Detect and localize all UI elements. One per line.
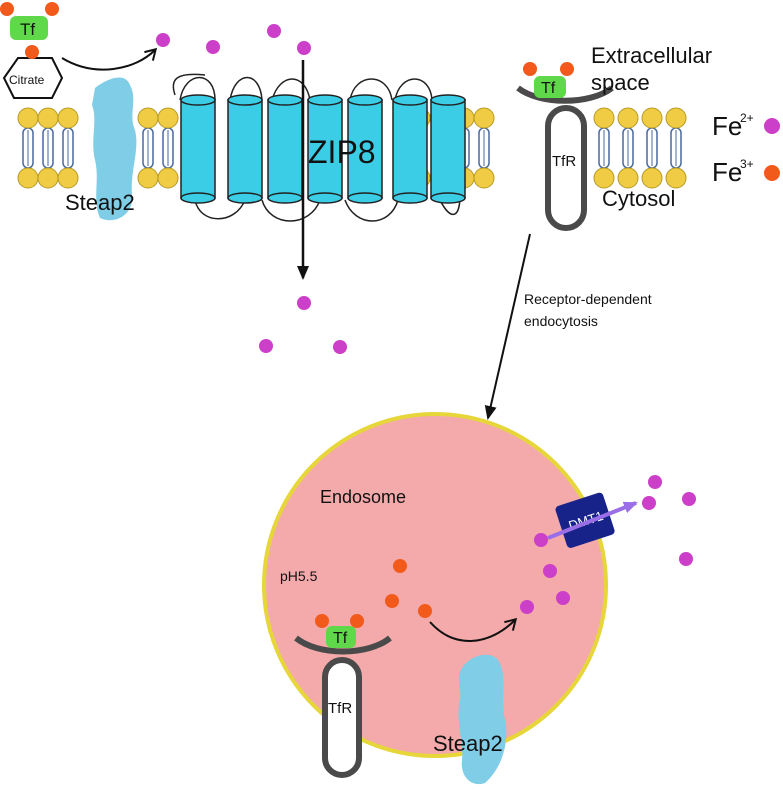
lipid-molecule bbox=[473, 107, 495, 189]
tfr-body-endosome bbox=[322, 657, 362, 778]
fe3-ion bbox=[45, 2, 59, 16]
tfr-receptor-endosome: Tf TfR bbox=[294, 614, 392, 778]
zip8-helix bbox=[227, 94, 263, 204]
legend-fe3-swatch bbox=[764, 165, 780, 181]
fe2-ion bbox=[297, 41, 311, 55]
extracellular-label-2: space bbox=[591, 70, 650, 95]
tfr-body-top bbox=[545, 105, 587, 231]
ph-label: pH5.5 bbox=[280, 568, 318, 584]
fe3-ion bbox=[25, 45, 39, 59]
fe2-ion bbox=[259, 339, 273, 353]
legend-fe2-swatch bbox=[764, 118, 780, 134]
lipid-molecule bbox=[665, 107, 687, 189]
fe3-ion bbox=[418, 604, 432, 618]
fe2-ion bbox=[679, 552, 693, 566]
lipid-molecule bbox=[641, 107, 663, 189]
reduction-arrow-top bbox=[61, 47, 158, 71]
zip8-transporter: ZIP8 bbox=[172, 73, 466, 222]
extracellular-label-1: Extracellular bbox=[591, 43, 712, 68]
lipid-molecule bbox=[37, 107, 59, 189]
fe3-ion bbox=[350, 614, 364, 628]
tf-label-endosome: Tf bbox=[333, 630, 348, 647]
tfr-cradle-endosome bbox=[294, 635, 392, 655]
steap2-protein-endosome bbox=[458, 654, 507, 785]
tfr-receptor-top: Tf TfR bbox=[516, 62, 614, 231]
zip8-helix bbox=[392, 94, 428, 204]
receptor-label-2: endocytosis bbox=[524, 313, 598, 329]
legend-fe2-sup: 2+ bbox=[740, 111, 754, 125]
citrate: Citrate bbox=[2, 45, 64, 99]
fe2-ion bbox=[534, 533, 548, 547]
fe2-ion bbox=[682, 492, 696, 506]
fe3-ion bbox=[523, 62, 537, 76]
lipid-molecule bbox=[57, 107, 79, 189]
fe2-ion bbox=[520, 600, 534, 614]
lipid-molecule bbox=[17, 107, 39, 189]
fe3-ion bbox=[0, 2, 14, 16]
fe2-ion bbox=[206, 40, 220, 54]
tf-protein-receptor-top bbox=[534, 76, 566, 98]
tf-protein-endosome bbox=[326, 626, 356, 648]
receptor-label-1: Receptor-dependent bbox=[524, 291, 652, 307]
tf-label-top: Tf bbox=[20, 20, 35, 39]
zip8-helix bbox=[180, 94, 216, 204]
fe3-ion bbox=[560, 62, 574, 76]
fe3-ion bbox=[315, 614, 329, 628]
steap2-protein-top bbox=[92, 77, 137, 221]
steap2-label-top: Steap2 bbox=[65, 190, 135, 215]
citrate-label: Citrate bbox=[9, 73, 45, 87]
fe3-ion bbox=[385, 594, 399, 608]
fe3-ion bbox=[393, 559, 407, 573]
endosome bbox=[262, 412, 608, 758]
tf-protein-top bbox=[10, 16, 48, 40]
legend-fe2-base: Fe bbox=[712, 111, 742, 141]
steap2-label-endosome: Steap2 bbox=[433, 731, 503, 756]
fe2-ion bbox=[297, 296, 311, 310]
tfr-cradle-top bbox=[516, 85, 614, 104]
dmt1-box bbox=[555, 492, 615, 548]
zip8-helix bbox=[430, 94, 466, 204]
tfr-label-top: TfR bbox=[552, 153, 576, 170]
fe2-ion bbox=[543, 564, 557, 578]
zip8-helix bbox=[347, 94, 383, 204]
lipid-molecule bbox=[593, 107, 615, 189]
lipid-molecule bbox=[137, 107, 159, 189]
dmt1-transporter: DMT1 bbox=[555, 492, 615, 548]
tf-complex-top: Tf bbox=[0, 2, 59, 40]
fe2-ion bbox=[156, 33, 170, 47]
legend: Fe 2+ Fe 3+ bbox=[712, 111, 780, 187]
legend-fe3-base: Fe bbox=[712, 157, 742, 187]
citrate-shape bbox=[2, 57, 64, 99]
tf-label-receptor-top: Tf bbox=[541, 80, 556, 97]
cytosol-label: Cytosol bbox=[602, 186, 675, 211]
legend-fe3-sup: 3+ bbox=[740, 157, 754, 171]
fe2-ion bbox=[333, 340, 347, 354]
zip8-helix bbox=[267, 94, 303, 204]
fe2-ion bbox=[648, 475, 662, 489]
reduction-arrow-endosome bbox=[429, 617, 518, 642]
lipid-molecule bbox=[617, 107, 639, 189]
tfr-label-endosome: TfR bbox=[328, 700, 352, 717]
endosome-label: Endosome bbox=[320, 487, 406, 507]
endocytosis-arrow bbox=[484, 233, 531, 420]
zip8-label: ZIP8 bbox=[308, 134, 376, 170]
zip8-helix bbox=[307, 94, 343, 204]
fe2-ion bbox=[267, 24, 281, 38]
fe2-ion bbox=[556, 591, 570, 605]
dmt1-export-arrow bbox=[547, 501, 638, 540]
fe2-ion bbox=[642, 496, 656, 510]
lipid-molecule bbox=[157, 107, 179, 189]
